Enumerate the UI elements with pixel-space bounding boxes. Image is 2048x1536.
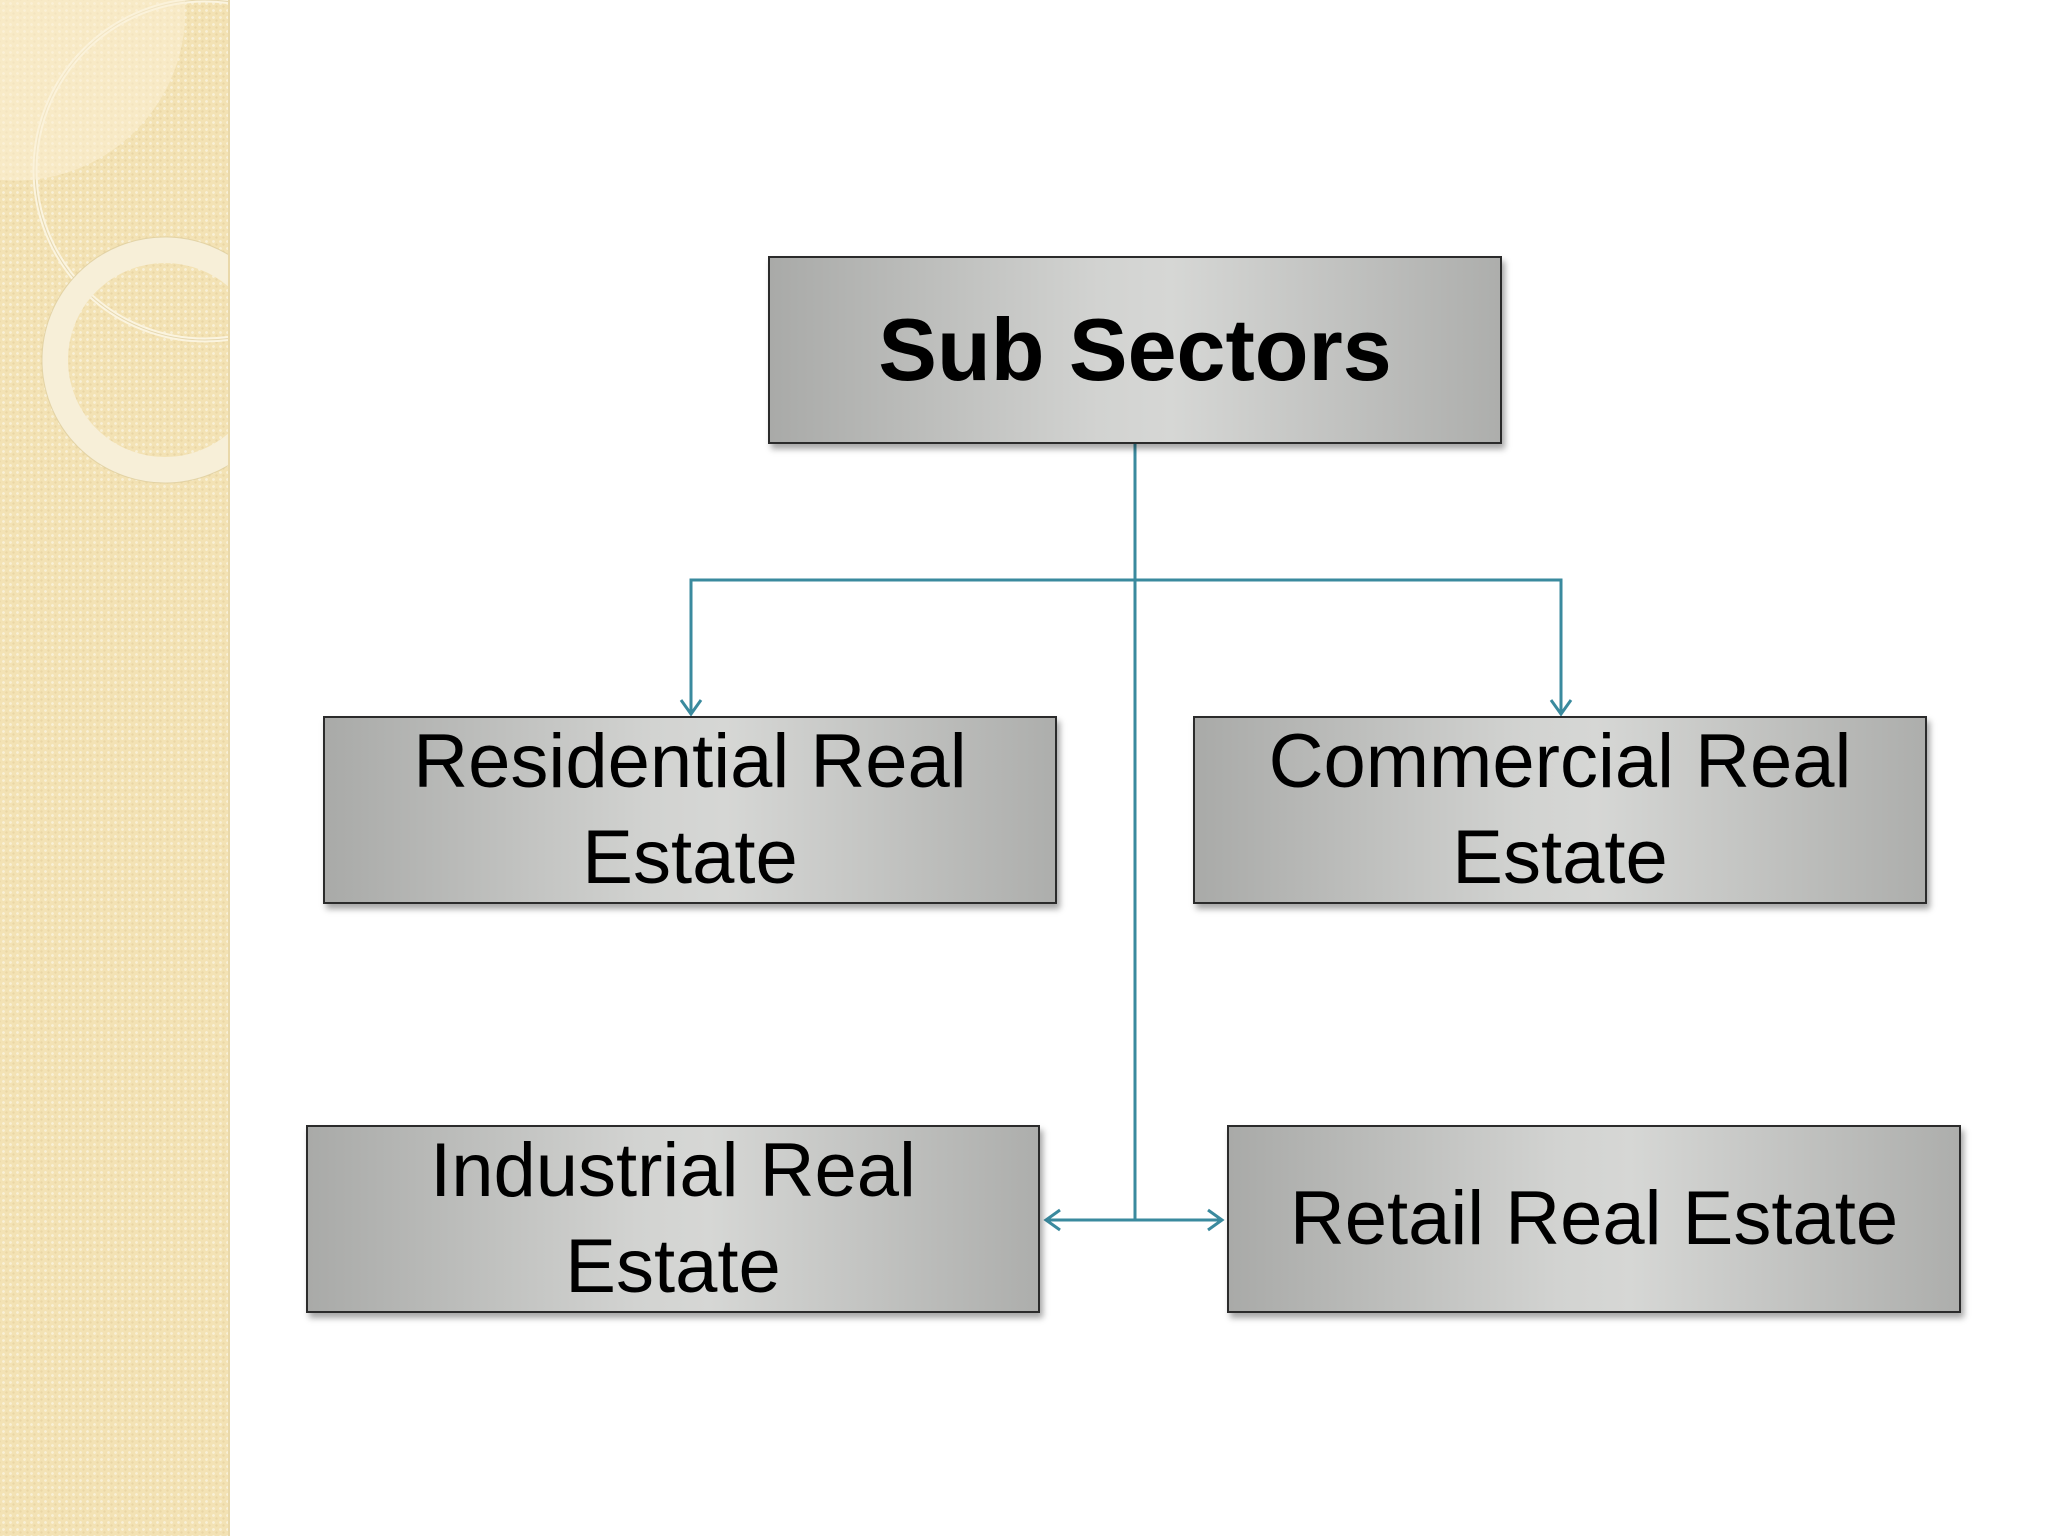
- node-retail-real-estate: Retail Real Estate: [1227, 1125, 1961, 1313]
- decorative-rings: [0, 0, 228, 484]
- root-node-label: Sub Sectors: [878, 300, 1392, 399]
- node-label: Residential Real Estate: [413, 719, 967, 900]
- root-node-sub-sectors: Sub Sectors: [768, 256, 1502, 444]
- arrowhead-retail: [1207, 1208, 1225, 1232]
- node-residential-real-estate: Residential Real Estate: [323, 716, 1057, 904]
- arrowhead-industrial: [1043, 1208, 1061, 1232]
- node-commercial-real-estate: Commercial Real Estate: [1193, 716, 1927, 904]
- top-branch-connector: [689, 578, 1563, 714]
- arrowhead-residential: [679, 699, 703, 717]
- arrowhead-commercial: [1549, 699, 1573, 717]
- node-label: Industrial Real Estate: [430, 1128, 916, 1309]
- node-label: Retail Real Estate: [1289, 1176, 1899, 1261]
- node-label: Commercial Real Estate: [1268, 719, 1852, 900]
- node-industrial-real-estate: Industrial Real Estate: [306, 1125, 1040, 1313]
- decorative-side-panel: [0, 0, 230, 1536]
